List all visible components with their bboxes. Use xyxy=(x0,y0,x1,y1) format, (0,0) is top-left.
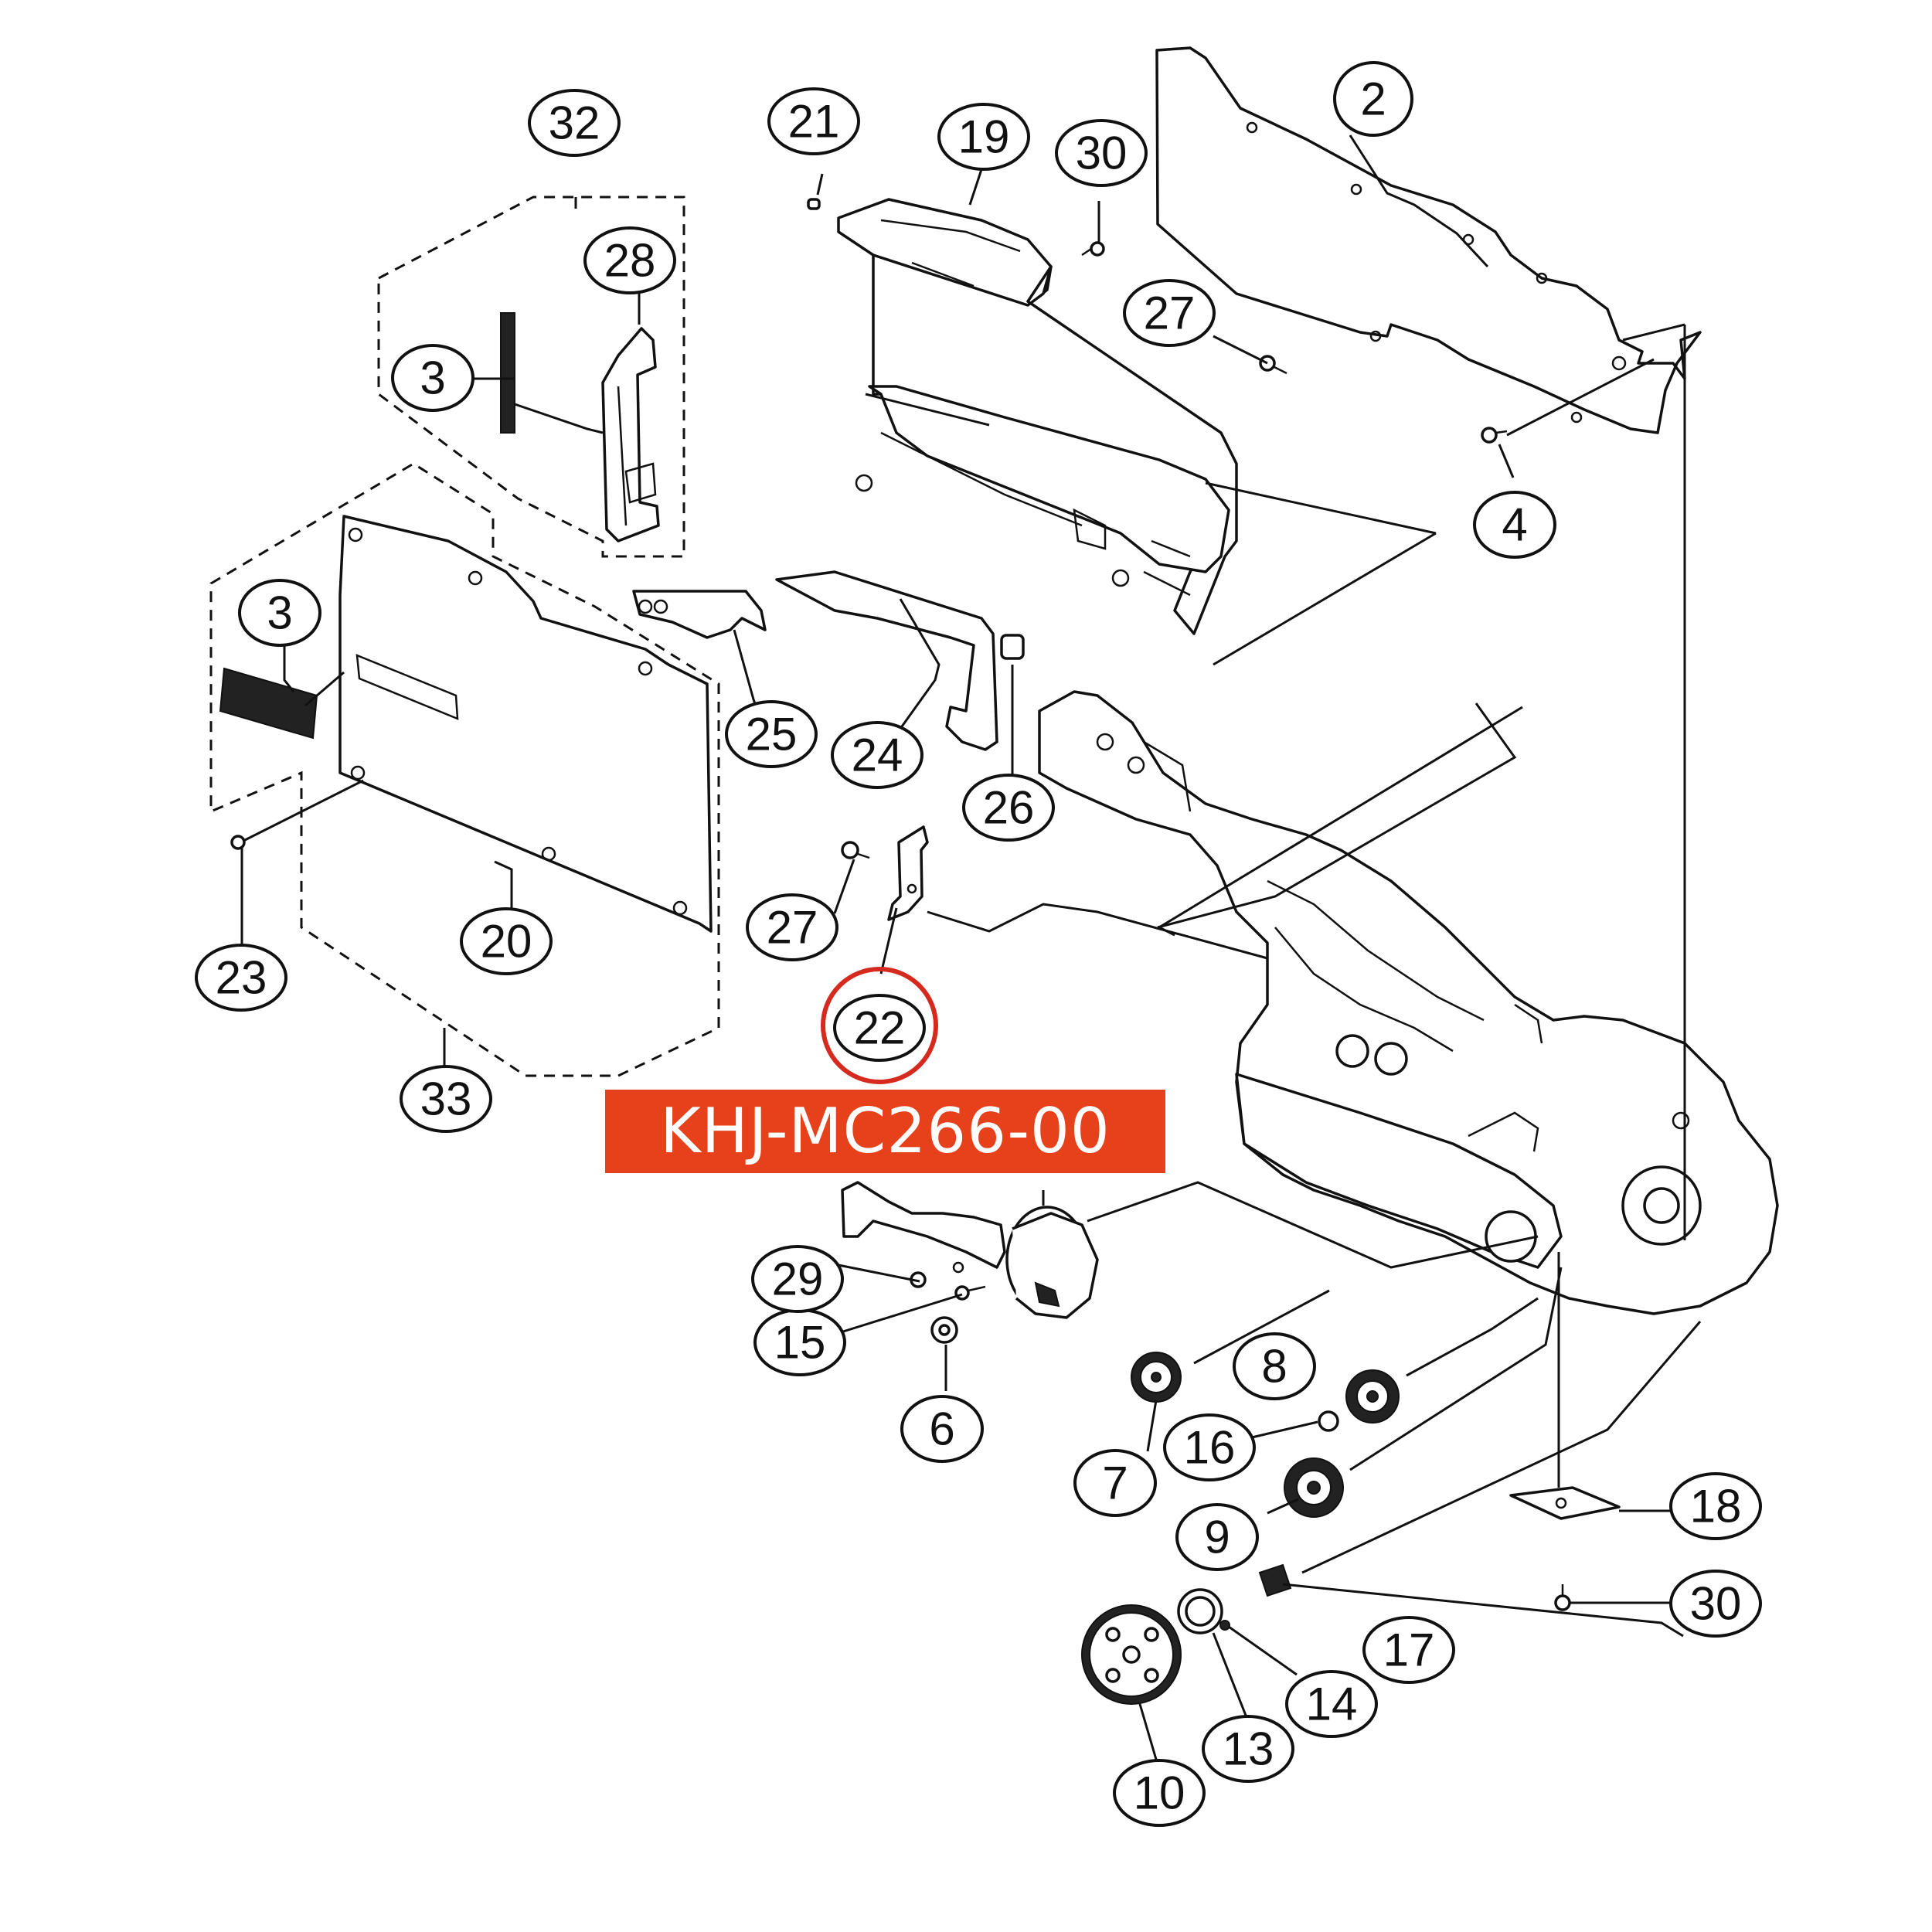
callout-24: 24 xyxy=(831,721,923,789)
svg-text:22: 22 xyxy=(854,1002,906,1054)
upper-frame-assembly xyxy=(855,253,1238,635)
callout-30-top: 30 xyxy=(1055,119,1148,187)
callout-23: 23 xyxy=(195,944,287,1012)
screw-27-mid xyxy=(841,841,870,859)
svg-text:26: 26 xyxy=(983,782,1035,834)
screw-27-top xyxy=(1259,355,1287,375)
svg-text:13: 13 xyxy=(1223,1723,1274,1775)
callout-25: 25 xyxy=(725,700,818,768)
callout-20: 20 xyxy=(460,907,553,975)
svg-text:19: 19 xyxy=(958,111,1010,163)
part-6-washer xyxy=(930,1316,958,1344)
svg-text:27: 27 xyxy=(767,902,818,954)
svg-text:29: 29 xyxy=(772,1253,824,1305)
svg-text:20: 20 xyxy=(481,916,532,968)
part-16-nut xyxy=(1318,1410,1339,1432)
callout-15: 15 xyxy=(753,1308,846,1376)
callout-14: 14 xyxy=(1285,1670,1378,1738)
screw-23 xyxy=(230,835,246,850)
svg-text:2: 2 xyxy=(1360,73,1386,125)
svg-text:15: 15 xyxy=(774,1317,826,1369)
callout-13: 13 xyxy=(1202,1715,1294,1783)
svg-text:9: 9 xyxy=(1204,1512,1230,1563)
ball-14 xyxy=(1219,1620,1230,1631)
svg-text:18: 18 xyxy=(1690,1481,1742,1532)
callout-17: 17 xyxy=(1362,1616,1455,1684)
part-22-bracket xyxy=(887,825,929,921)
leader-lines xyxy=(240,134,1702,1763)
part-13-ring xyxy=(1177,1588,1223,1634)
part-9-gear xyxy=(1284,1458,1344,1518)
callout-16: 16 xyxy=(1163,1413,1256,1481)
part-20-side-cover xyxy=(338,515,713,933)
callout-27-top: 27 xyxy=(1123,279,1216,347)
part-3-label-vertical xyxy=(500,312,515,434)
lower-frame-assembly xyxy=(1038,690,1779,1315)
part-28-latch xyxy=(601,327,660,543)
svg-text:27: 27 xyxy=(1144,287,1196,339)
part-3-label-horizontal xyxy=(219,667,318,740)
callout-2: 2 xyxy=(1333,61,1413,137)
svg-text:30: 30 xyxy=(1690,1578,1742,1630)
callout-3-upper: 3 xyxy=(391,344,474,412)
part-7-gear xyxy=(1131,1352,1182,1403)
callout-19: 19 xyxy=(937,103,1030,171)
callout-10: 10 xyxy=(1113,1759,1206,1827)
part-8-gear xyxy=(1345,1369,1400,1423)
screw-30-top xyxy=(1081,241,1105,257)
callout-21: 21 xyxy=(767,87,860,155)
svg-text:32: 32 xyxy=(549,97,600,149)
svg-text:21: 21 xyxy=(788,96,840,148)
svg-text:6: 6 xyxy=(929,1403,954,1455)
motor-assembly xyxy=(841,1181,1099,1319)
svg-text:25: 25 xyxy=(746,709,798,760)
callout-18: 18 xyxy=(1669,1472,1762,1540)
callout-26: 26 xyxy=(962,774,1055,842)
svg-text:28: 28 xyxy=(604,235,656,287)
svg-text:3: 3 xyxy=(267,587,292,639)
part-24-guide-plate xyxy=(775,570,998,751)
callout-22-highlighted: 22 xyxy=(821,967,938,1084)
svg-text:24: 24 xyxy=(852,730,903,781)
callout-4: 4 xyxy=(1473,491,1556,559)
svg-text:30: 30 xyxy=(1076,128,1128,179)
callout-30-bottom: 30 xyxy=(1669,1570,1762,1638)
part-17-coupling xyxy=(1258,1563,1292,1597)
callout-7: 7 xyxy=(1073,1449,1157,1517)
svg-text:14: 14 xyxy=(1306,1679,1358,1730)
part-10-gear xyxy=(1081,1604,1182,1705)
screw-4 xyxy=(1481,427,1508,444)
svg-text:33: 33 xyxy=(420,1073,472,1125)
svg-text:17: 17 xyxy=(1383,1624,1435,1676)
callout-3-lower: 3 xyxy=(238,579,321,647)
svg-text:23: 23 xyxy=(216,952,267,1004)
callout-29: 29 xyxy=(751,1245,844,1313)
callout-6: 6 xyxy=(900,1395,984,1463)
group-32-outline xyxy=(377,196,685,558)
callout-28: 28 xyxy=(583,226,676,294)
screw-15 xyxy=(954,1285,986,1301)
part-25-bracket xyxy=(632,590,767,639)
svg-text:4: 4 xyxy=(1502,499,1527,551)
callout-27-mid: 27 xyxy=(746,893,838,961)
svg-text:16: 16 xyxy=(1184,1422,1236,1474)
svg-text:10: 10 xyxy=(1134,1767,1185,1819)
group-33-outline xyxy=(209,462,720,1077)
screw-21 xyxy=(807,198,821,210)
callout-9: 9 xyxy=(1175,1503,1259,1571)
part-26-bushing xyxy=(1000,634,1025,660)
part-18-plate xyxy=(1509,1486,1621,1520)
callout-8: 8 xyxy=(1233,1332,1316,1400)
part-2-side-plate xyxy=(1155,46,1702,434)
callout-33: 33 xyxy=(400,1065,492,1133)
svg-text:3: 3 xyxy=(420,352,445,404)
screw-30-bottom xyxy=(1554,1584,1571,1611)
highlight-ring xyxy=(821,967,938,1084)
svg-text:7: 7 xyxy=(1102,1458,1128,1509)
svg-text:8: 8 xyxy=(1261,1341,1287,1393)
part-number-banner: KHJ-MC266-00 xyxy=(605,1090,1165,1173)
callout-32: 32 xyxy=(528,89,621,157)
